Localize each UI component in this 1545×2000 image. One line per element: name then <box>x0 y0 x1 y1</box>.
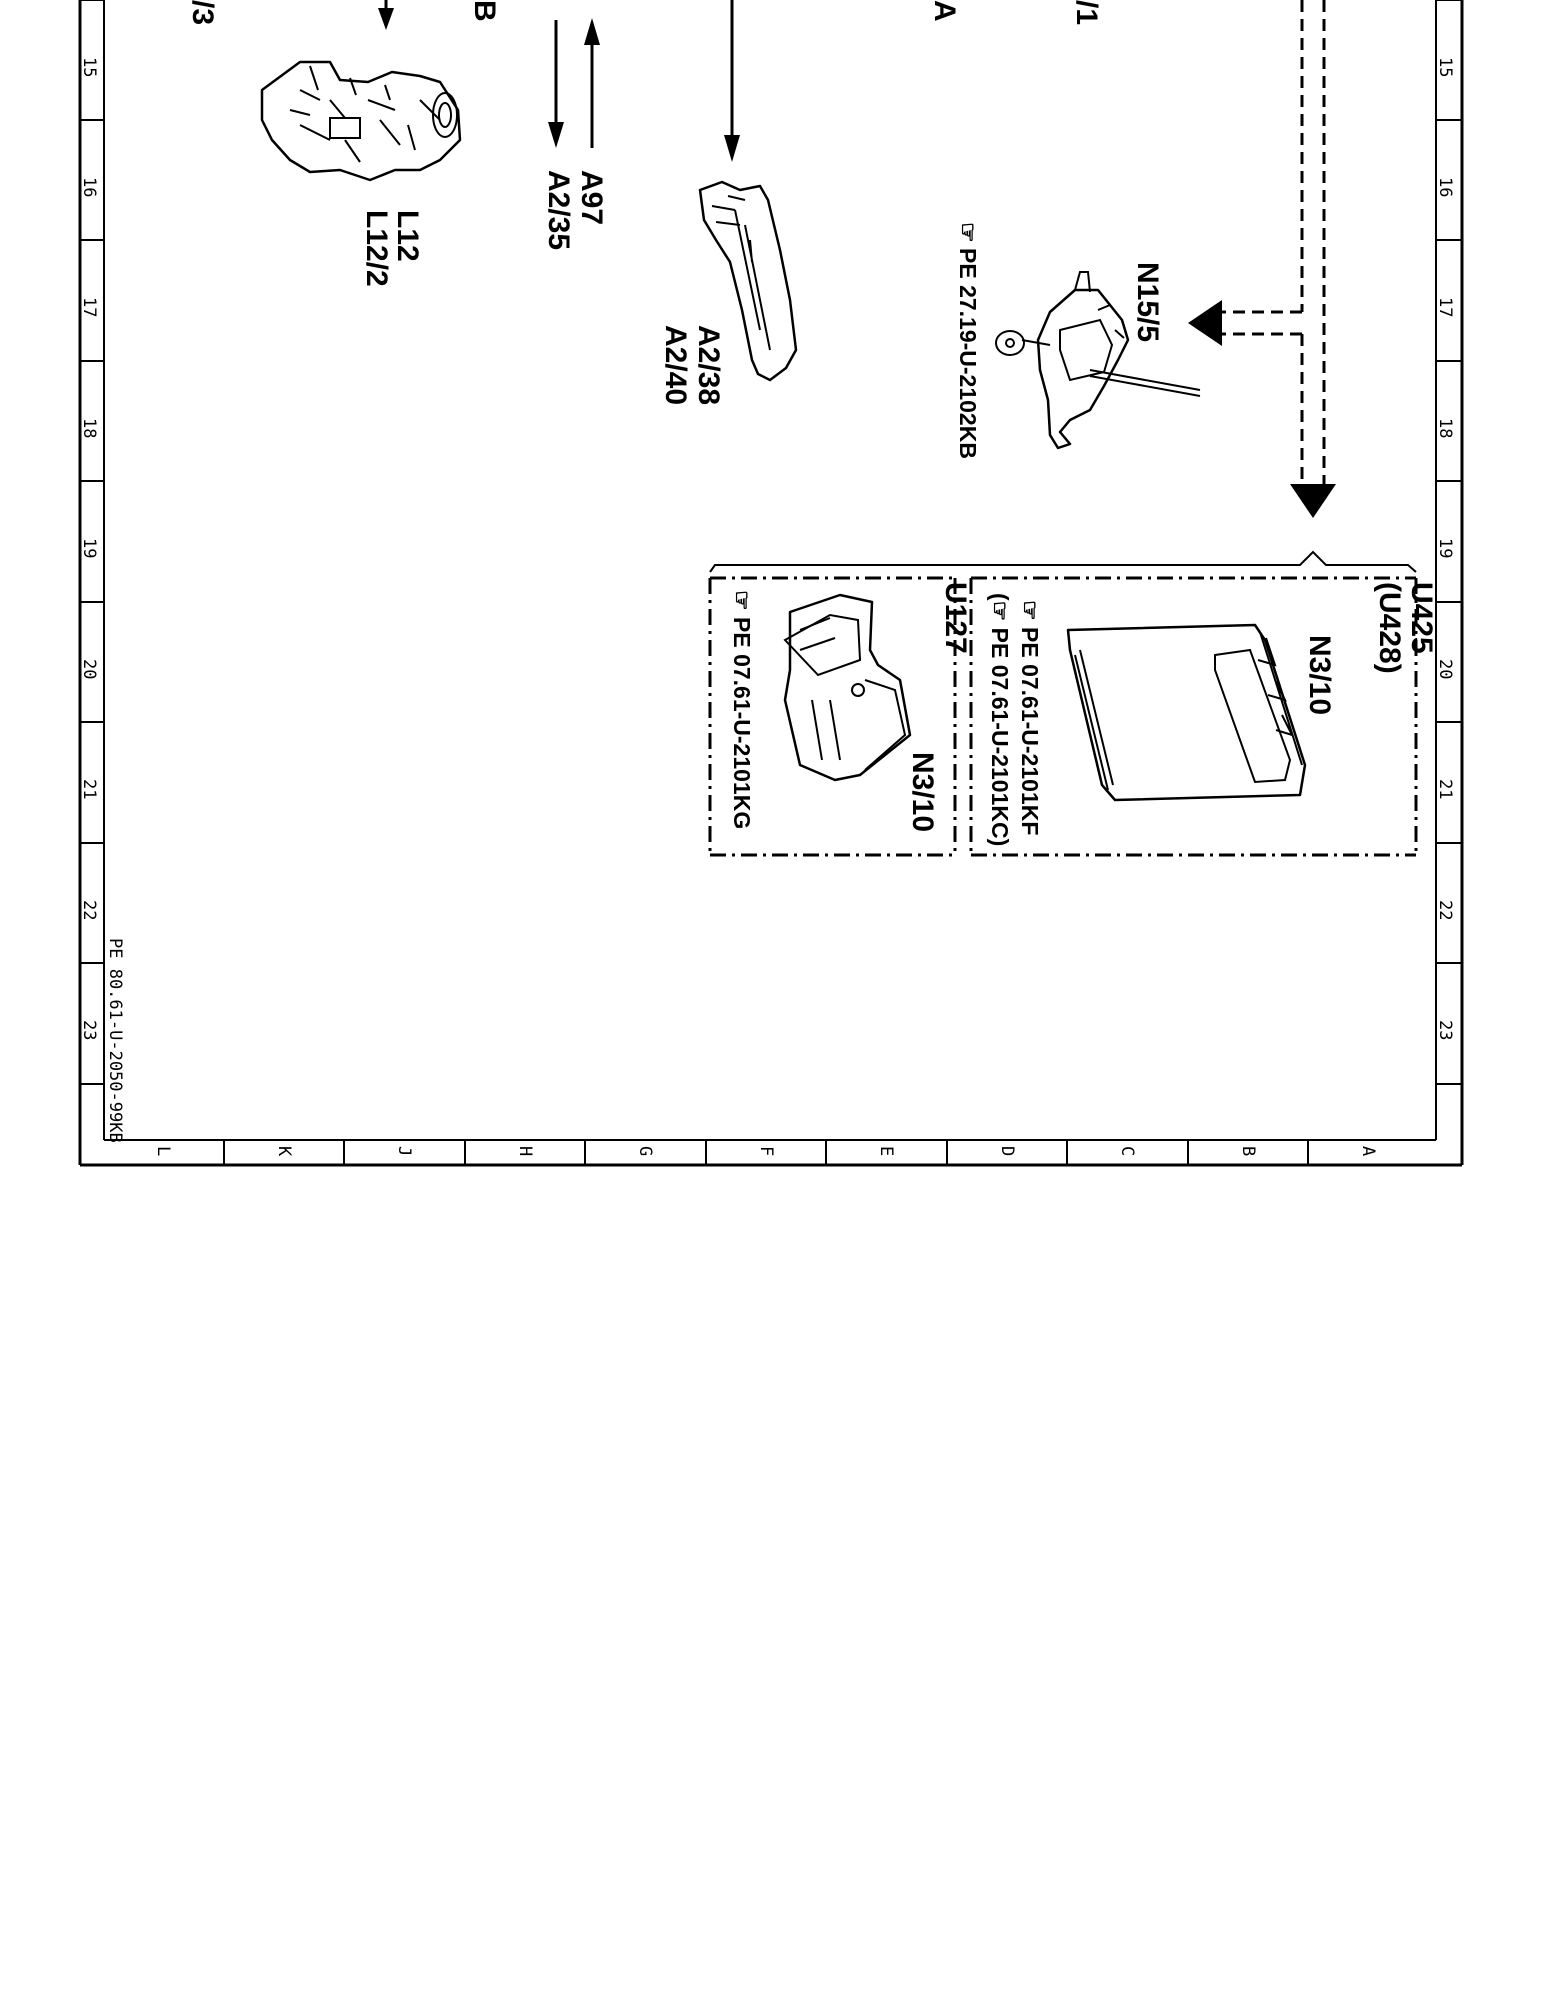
row-label: 19 <box>79 538 99 558</box>
n3-10-lower-ecu-part <box>783 593 912 782</box>
row-label: 15 <box>1435 57 1455 77</box>
l12-2-label: L12/2 <box>360 210 393 287</box>
partial-label: B <box>468 0 501 22</box>
a2-38-label: A2/38 <box>692 325 725 405</box>
a97-label: A97 <box>575 170 608 225</box>
a97-a2-35-arrows <box>548 18 600 148</box>
arrow-to-a2-38 <box>724 0 740 162</box>
column-label: B <box>1238 1146 1258 1156</box>
row-label: 21 <box>79 779 99 799</box>
row-label: 20 <box>79 659 99 679</box>
u425-group-box <box>708 550 1418 857</box>
partial-label: /3 <box>186 0 219 25</box>
sheet-frame <box>78 0 1464 1167</box>
column-label: K <box>274 1146 294 1157</box>
arrow-to-l12 <box>378 0 394 30</box>
n3-10-lower-label: N3/10 <box>906 752 939 832</box>
row-label: 23 <box>1435 1020 1455 1040</box>
row-label: 15 <box>79 57 99 77</box>
row-label: 16 <box>79 177 99 197</box>
n3-10-lower-reference: ☞ PE 07.61-U-2101KG <box>729 590 755 829</box>
n3-10-upper-label: N3/10 <box>1303 635 1336 715</box>
n3-10-upper-ref2-text: (☞ PE 07.61-U-2101KC) <box>987 593 1013 846</box>
n15-5-ref-text: PE 27.19-U-2102KB <box>955 248 981 459</box>
n15-5-label: N15/5 <box>1131 262 1164 342</box>
row-label: 16 <box>1435 177 1455 197</box>
a2-35-label: A2/35 <box>542 170 575 250</box>
row-label: 20 <box>1435 659 1455 679</box>
column-label: H <box>515 1146 535 1156</box>
n3-10-upper-ecu-part <box>1066 623 1307 802</box>
row-label: 17 <box>1435 297 1455 317</box>
n3-10-upper-reference: ☞ PE 07.61-U-2101KF (☞ PE 07.61-U-2101KC… <box>987 593 1043 846</box>
column-labels: L K J H G F E D C B A <box>153 1146 1378 1157</box>
u127-label: U127 <box>939 582 972 654</box>
row-label: 21 <box>1435 779 1455 799</box>
dashed-connection-lines <box>1188 0 1336 518</box>
n3-10-lower-ref-text: PE 07.61-U-2101KG <box>729 617 755 829</box>
pointing-hand-icon: ☞ <box>729 590 755 611</box>
partial-label: A <box>928 0 961 22</box>
column-label: E <box>876 1146 896 1156</box>
row-label: 18 <box>1435 418 1455 438</box>
u428-label: (U428) <box>1373 582 1406 674</box>
pointing-hand-icon: ☞ <box>955 222 981 243</box>
sheet-reference: PE 80.61-U-2050-99KB <box>105 938 125 1143</box>
u425-label: U425 <box>1405 582 1438 654</box>
a2-38-antenna-part <box>698 180 798 382</box>
row-label: 19 <box>1435 538 1455 558</box>
row-label: 17 <box>79 297 99 317</box>
column-label: A <box>1358 1146 1378 1156</box>
row-label: 22 <box>79 900 99 920</box>
row-labels-right: 15 16 17 18 19 20 21 22 23 <box>1435 57 1455 1040</box>
l12-label: L12 <box>391 210 424 262</box>
n15-5-reference: ☞ PE 27.19-U-2102KB <box>955 222 981 459</box>
a2-40-label: A2/40 <box>659 325 692 405</box>
row-label: 18 <box>79 418 99 438</box>
row-label: 23 <box>79 1020 99 1040</box>
n3-10-upper-ref1-text: PE 07.61-U-2101KF <box>1017 627 1043 835</box>
column-label: J <box>394 1146 414 1156</box>
column-label: D <box>997 1146 1017 1156</box>
row-label: 22 <box>1435 900 1455 920</box>
partial-label: /1 <box>1070 0 1103 25</box>
n15-5-selector-part <box>995 271 1201 450</box>
column-label: F <box>756 1146 776 1156</box>
l12-alternator-part <box>260 60 462 182</box>
row-labels-left: 15 16 17 18 19 20 21 22 23 <box>79 57 99 1040</box>
column-label: L <box>153 1146 173 1156</box>
pointing-hand-icon: ☞ <box>1017 600 1043 621</box>
column-label: G <box>635 1146 655 1156</box>
column-label: C <box>1117 1146 1137 1156</box>
